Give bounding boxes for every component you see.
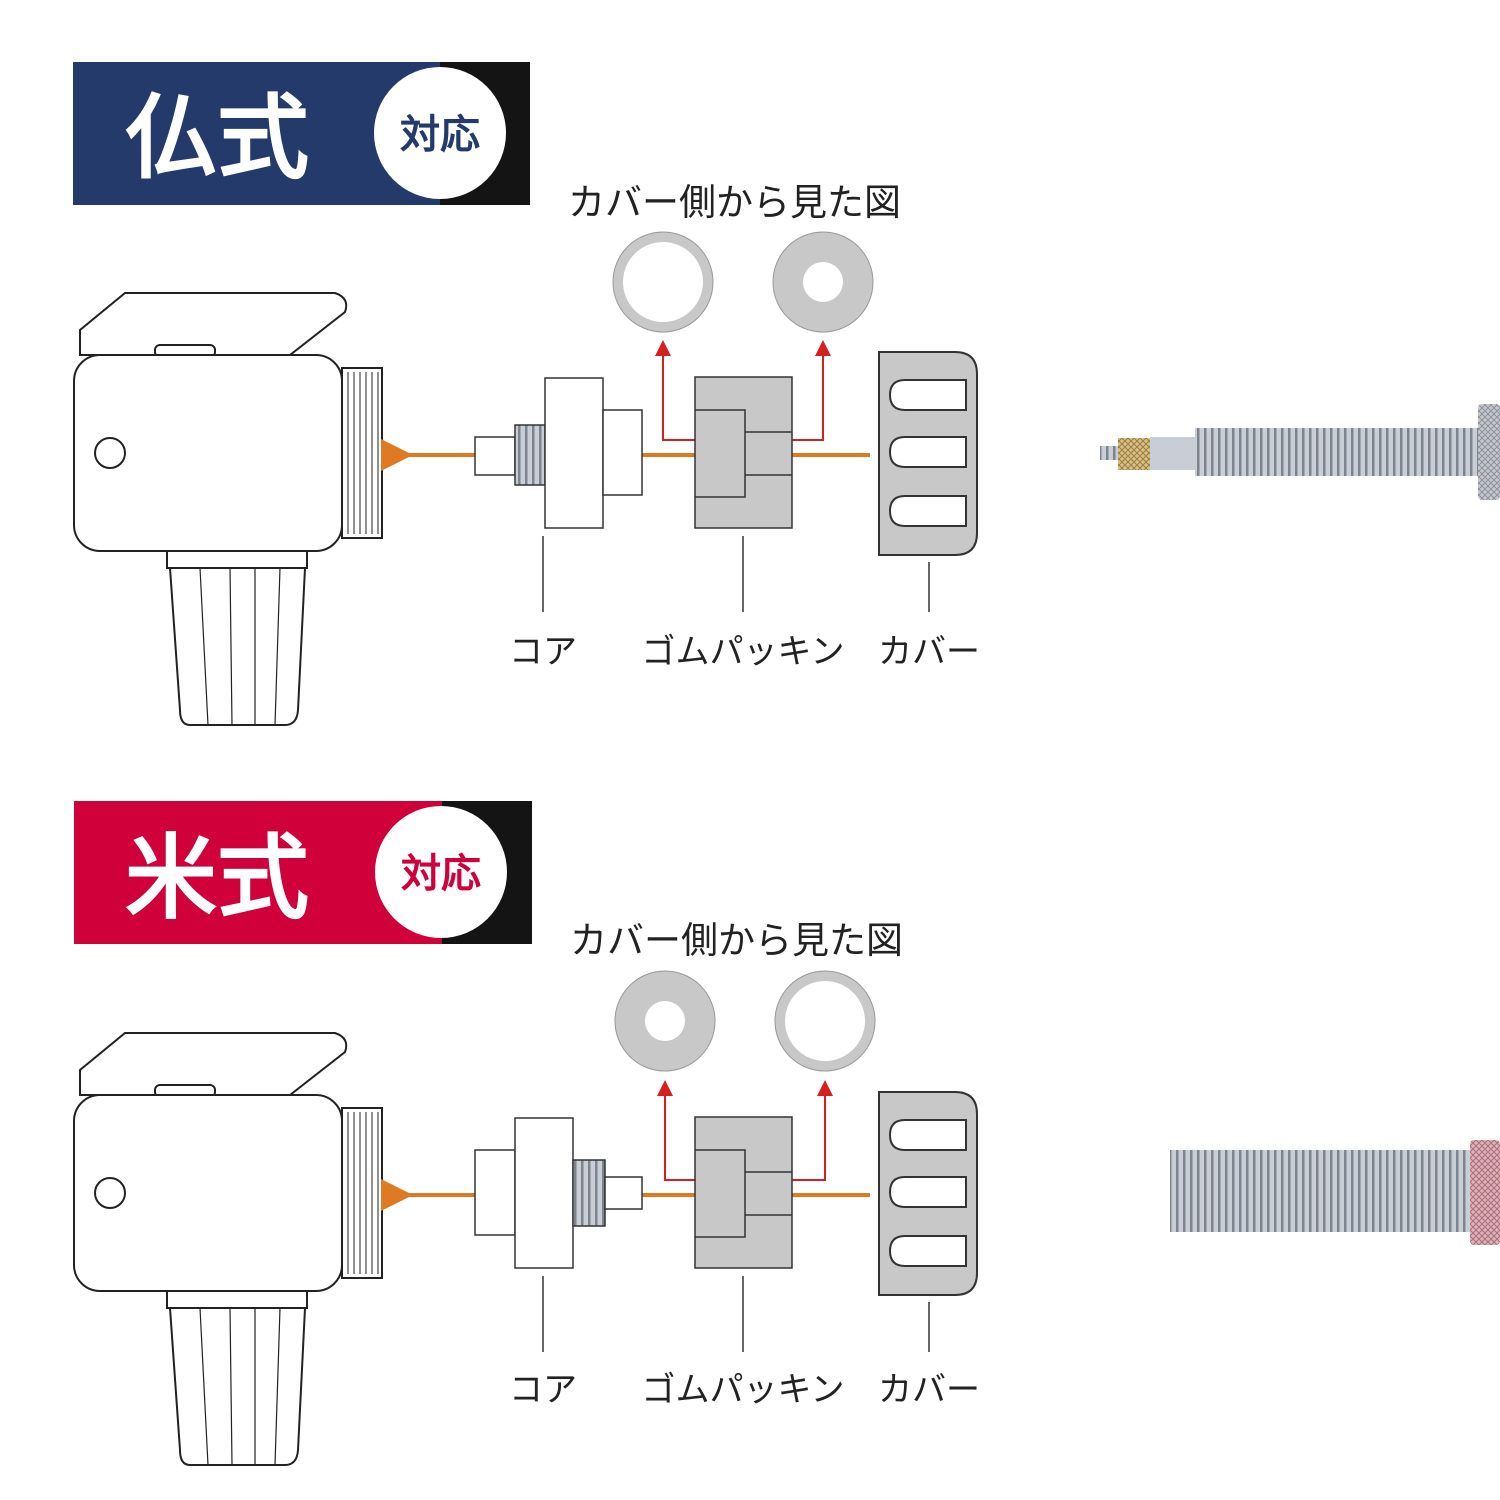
cover bbox=[878, 351, 978, 556]
pump-head bbox=[73, 292, 383, 726]
red-arrow-right bbox=[792, 340, 831, 441]
red-arrow-left bbox=[655, 340, 695, 441]
pump-head bbox=[73, 1032, 383, 1466]
french-valve-image bbox=[1100, 404, 1500, 500]
label-packing: ゴムパッキン bbox=[642, 632, 845, 672]
section-french: 仏式 対応 カバー側から見た図 コア ゴムパッキン カバー bbox=[73, 62, 1500, 726]
banner-title: 仏式 bbox=[125, 85, 309, 192]
rubber-packing bbox=[694, 1116, 793, 1269]
core-american bbox=[474, 1117, 643, 1269]
caption: カバー側から見た図 bbox=[568, 181, 901, 224]
label-core: コア bbox=[509, 632, 577, 672]
red-arrow-left bbox=[657, 1080, 695, 1181]
badge-label: 対応 bbox=[400, 112, 480, 158]
badge-label: 対応 bbox=[401, 851, 481, 897]
banner-title: 米式 bbox=[125, 825, 309, 932]
label-core: コア bbox=[509, 1370, 577, 1410]
red-arrow-right bbox=[792, 1080, 833, 1181]
core-french bbox=[474, 377, 643, 529]
caption: カバー側から見た図 bbox=[570, 919, 903, 962]
american-valve-image bbox=[1170, 1140, 1500, 1245]
label-cover: カバー bbox=[878, 1370, 980, 1410]
section-american: 米式 対応 カバー側から見た図 コア ゴムパッキン bbox=[73, 801, 1500, 1466]
rubber-packing bbox=[694, 376, 793, 529]
cover bbox=[878, 1091, 978, 1296]
label-cover: カバー bbox=[878, 632, 980, 672]
banner-american: 米式 対応 bbox=[74, 801, 532, 944]
label-packing: ゴムパッキン bbox=[642, 1370, 845, 1410]
banner-french: 仏式 対応 bbox=[73, 62, 530, 205]
